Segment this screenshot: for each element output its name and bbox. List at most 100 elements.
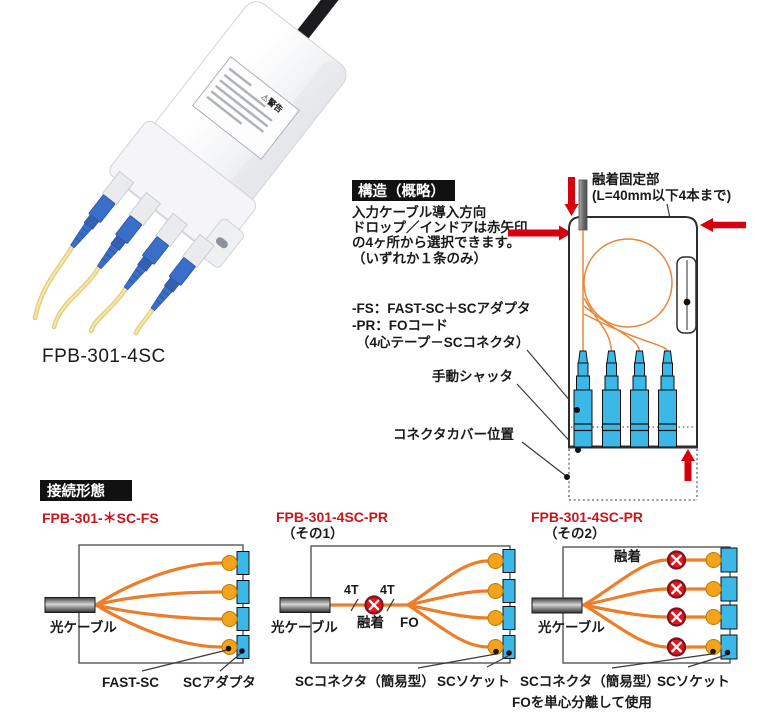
fusion-splice-icon [666, 550, 687, 570]
sc-socket [720, 547, 738, 573]
fiber [94, 603, 223, 649]
diagram-pr1: FPB-301-4SC-PR （その1） [270, 509, 516, 689]
optical-cable [44, 597, 96, 613]
schematic-connector [573, 350, 593, 448]
diagram-pr1-title: FPB-301-4SC-PR [276, 509, 388, 525]
red-arrow-left-icon [700, 218, 746, 232]
tick-mark [350, 598, 359, 612]
fusion-part-label: 融着固定部 [592, 171, 660, 187]
shutter-label: 手動シャッタ [432, 368, 513, 384]
optical-cable [531, 597, 583, 614]
leader-dot [225, 645, 232, 652]
fusion-splice-icon [666, 637, 687, 657]
fiber [582, 558, 669, 607]
structure-badge-label: 構造（概略） [358, 182, 445, 200]
fiber-route [583, 305, 641, 352]
fusion-part-label2: (L=40mm以下4本まで) [592, 187, 731, 203]
leader-dot [564, 474, 570, 480]
leader-line [141, 649, 228, 672]
sc-connector [705, 639, 722, 655]
diagram-fs-title: FPB-301-＊SC-FS [42, 510, 159, 526]
fusion-holder [676, 256, 697, 334]
sc-socket [720, 576, 738, 602]
diagram-pr2-subtitle: （その2） [544, 526, 606, 541]
sc-connector [705, 581, 722, 597]
leader-dot [239, 648, 245, 654]
sc-connector [705, 609, 722, 625]
schematic-connectors [573, 350, 677, 448]
fiber-route [583, 297, 613, 352]
diagram-pr1-subtitle: （その1） [282, 526, 344, 541]
schematic-connector [630, 350, 649, 448]
warning-label: ⚠警告 [191, 56, 301, 160]
photo-fibers [32, 244, 156, 336]
leader-line [417, 653, 497, 669]
intro-line: の4ヶ所から選択できます。 [352, 234, 520, 250]
leader-line [611, 653, 713, 669]
sc-socket [502, 606, 516, 630]
cable-label: 光ケーブル [537, 619, 605, 635]
product-photo: ⚠警告 [32, 0, 371, 367]
tick-mark [386, 598, 395, 612]
fiber [94, 561, 223, 607]
fastsc-connector [221, 611, 238, 627]
socket-label: SCソケット [657, 674, 730, 689]
cover-label: コネクタカバー位置 [393, 426, 514, 442]
diagram-pr2-title: FPB-301-4SC-PR [531, 509, 643, 525]
footnote: FOを単心分離して使用 [512, 694, 652, 710]
sc-socket [720, 604, 738, 630]
intro-line: （いずれか１条のみ） [352, 250, 487, 266]
fiber [406, 559, 490, 607]
connector-label: SCコネクタ（簡易型） [295, 673, 435, 689]
sc-connector [705, 552, 722, 568]
type-pr-note: -PR：FOコード [352, 318, 448, 333]
sc-adapter [236, 551, 250, 575]
connector-label: SCコネクタ（簡易型） [520, 673, 660, 689]
leader-dot [710, 648, 716, 655]
schematic-connector [658, 350, 677, 448]
leader-dot [506, 650, 512, 656]
leader-line [219, 652, 242, 672]
diagram-pr2: FPB-301-4SC-PR （その2） [520, 509, 738, 689]
fusion-splice-icon [364, 595, 384, 615]
sc-socket [502, 549, 516, 573]
leader-dot [575, 447, 581, 453]
optical-cable [279, 597, 331, 613]
fiber [94, 603, 223, 621]
leader-dot [683, 298, 691, 306]
fusion-label: 融着 [357, 614, 384, 630]
product-caption: FPB-301-4SC [42, 346, 166, 367]
fusion-label: 融着 [614, 548, 641, 564]
t4-left: 4T [344, 583, 359, 597]
cable-label: 光ケーブル [270, 619, 338, 635]
photo-sc-connector [150, 233, 215, 312]
photo-sc-connector [70, 171, 135, 249]
fusion-splice-icon [666, 607, 687, 627]
leader-dot [574, 407, 580, 413]
sc-connector [487, 610, 504, 626]
connection-section: 接続形態 FPB-301-＊SC-FS 光 [40, 480, 738, 710]
connection-badge-label: 接続形態 [47, 482, 105, 500]
fusion-splice-icons [666, 550, 687, 657]
type-fs-note: -FS：FAST-SC＋SCアダプタ [352, 300, 531, 316]
intro-line: ドロップ／インドアは赤矢印 [352, 219, 528, 235]
leader-line [687, 654, 727, 668]
leader-line [521, 441, 567, 477]
fiber [406, 589, 490, 607]
leader-dot [493, 648, 499, 655]
fiber [582, 587, 669, 607]
sc-socket [502, 579, 516, 603]
drop-cable [294, 0, 371, 43]
sc-connector [487, 553, 504, 569]
fastsc-connector [221, 555, 238, 571]
sc-connector [487, 583, 504, 599]
pr1-ports [487, 549, 516, 659]
pr2-ports [705, 547, 738, 660]
structure-badge [352, 180, 455, 201]
fiber [406, 603, 490, 649]
input-cable-bar [578, 179, 588, 231]
diagram-fs: FPB-301-＊SC-FS 光ケーブル FAST-SC [42, 510, 256, 690]
intro-line: 入力ケーブル導入方向 [352, 204, 486, 220]
adapter-label: SCアダプタ [183, 674, 256, 690]
